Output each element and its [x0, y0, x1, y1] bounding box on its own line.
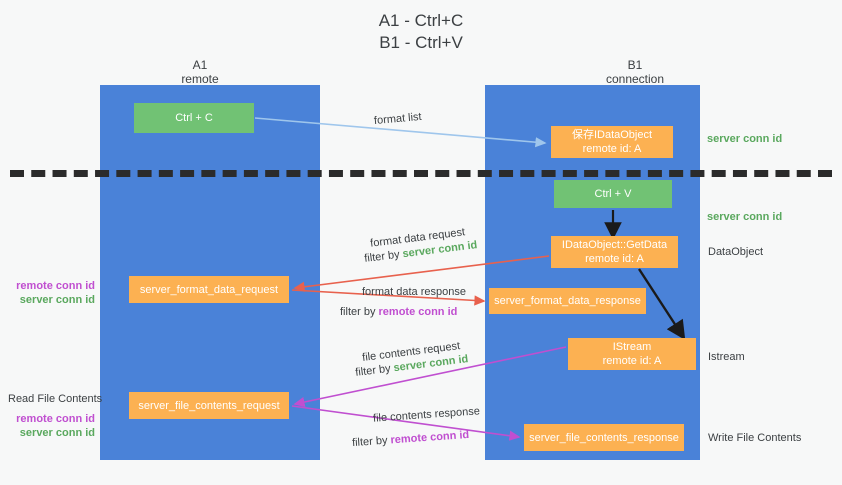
annotation-read-file-contents: Read File Contents: [8, 393, 103, 405]
node-server-file-contents-request-label: server_file_contents_request: [138, 399, 280, 412]
title-line-1: A1 - Ctrl+C: [378, 11, 464, 30]
node-getdata[interactable]: IDataObject::GetData remote id: A: [551, 236, 678, 268]
node-data-object-line2: remote id: A: [582, 143, 642, 155]
column-header-b1: B1 connection: [555, 58, 715, 86]
column-a1-role: remote: [181, 72, 219, 86]
annotation-istream: Istream: [708, 351, 745, 363]
edge-label-format-list: format list: [373, 110, 423, 128]
annotation-server-conn-id-mid: server conn id: [707, 211, 783, 223]
annotation-left-conn-ids-bottom: remote conn id server conn id: [10, 412, 95, 440]
annotation-write-file-contents: Write File Contents: [708, 432, 802, 444]
phase-divider: [10, 170, 832, 177]
edge-label-format-data-response: format data response: [362, 286, 466, 298]
annotation-dataobject: DataObject: [708, 246, 764, 258]
annotation-server-conn-id-top: server conn id: [707, 133, 783, 145]
node-getdata-line1: IDataObject::GetData: [561, 239, 668, 251]
node-server-file-contents-request[interactable]: server_file_contents_request: [129, 392, 289, 419]
annotation-server-conn-id-1: server conn id: [19, 294, 95, 306]
filter-value-remote-conn-id: remote conn id: [390, 428, 470, 447]
node-server-format-data-response[interactable]: server_format_data_response: [489, 288, 646, 314]
annotation-left-conn-ids-top: remote conn id server conn id: [10, 279, 95, 307]
page-title: A1 - Ctrl+C B1 - Ctrl+V: [0, 10, 842, 54]
node-server-format-data-request[interactable]: server_format_data_request: [129, 276, 289, 303]
column-b1-name: B1: [627, 58, 643, 72]
node-ctrl-c[interactable]: Ctrl + C: [134, 103, 254, 133]
filter-prefix: filter by: [363, 248, 404, 265]
column-header-a1: A1 remote: [120, 58, 280, 86]
node-ctrl-v[interactable]: Ctrl + V: [554, 180, 672, 208]
filter-prefix: filter by: [354, 362, 395, 379]
node-server-file-contents-response[interactable]: server_file_contents_response: [524, 424, 684, 451]
filter-prefix: filter by: [351, 434, 391, 450]
column-a1-name: A1: [192, 58, 208, 72]
filter-prefix: filter by: [340, 306, 379, 318]
node-server-format-data-response-label: server_format_data_response: [494, 295, 641, 307]
column-b1-role: connection: [605, 72, 665, 86]
node-istream[interactable]: IStream remote id: A: [568, 338, 696, 370]
node-istream-line2: remote id: A: [602, 355, 662, 367]
node-data-object-line1: 保存IDataObject: [571, 129, 653, 141]
annotation-remote-conn-id-1: remote conn id: [16, 280, 95, 292]
filter-value-remote-conn-id: remote conn id: [378, 306, 458, 318]
node-ctrl-v-label: Ctrl + V: [594, 188, 632, 200]
node-ctrl-c-label: Ctrl + C: [175, 112, 213, 124]
edge-label-format-data-response-filter: filter by remote conn id: [340, 305, 457, 320]
node-server-file-contents-response-label: server_file_contents_response: [529, 431, 679, 444]
node-getdata-line2: remote id: A: [585, 253, 644, 265]
node-data-object[interactable]: 保存IDataObject remote id: A: [551, 126, 673, 158]
edge-label-file-contents-response: file contents response: [372, 405, 481, 425]
annotation-server-conn-id-2: server conn id: [19, 427, 95, 439]
title-line-2: B1 - Ctrl+V: [379, 33, 463, 52]
node-server-format-data-request-label: server_format_data_request: [139, 283, 279, 296]
edge-label-file-contents-response-filter: filter by remote conn id: [352, 428, 470, 451]
annotation-remote-conn-id-2: remote conn id: [16, 413, 95, 425]
node-istream-line1: IStream: [612, 341, 652, 353]
